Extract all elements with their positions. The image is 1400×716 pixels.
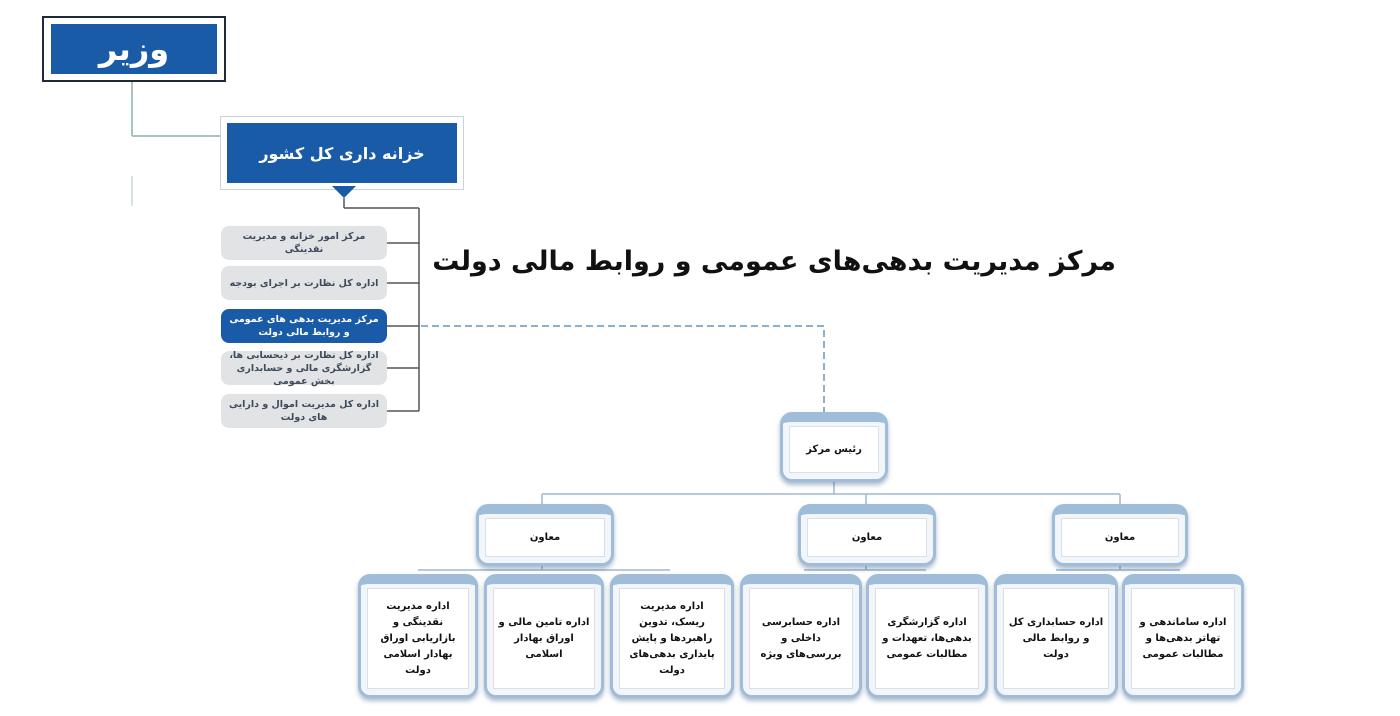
department-label-4: اداره حسابرسی داخلی و بررسی‌های ویژه [749,588,853,689]
department-box-3: اداره مدیریت ریسک، تدوین راهبردها و پایش… [610,574,734,698]
department-label-1: اداره مدیریت نقدینگی و بازاریابی اوراق ب… [367,588,469,689]
unit-budget-supervision: اداره کل نظارت بر اجرای بودجه [221,266,387,300]
center-title: مرکز مدیریت بدهی‌های عمومی و روابط مالی … [432,246,1116,277]
department-box-7: اداره ساماندهی و تهاتر بدهی‌ها و مطالبات… [1122,574,1244,698]
department-box-4: اداره حسابرسی داخلی و بررسی‌های ویژه [740,574,862,698]
treasury-label: خزانه داری کل کشور [227,123,457,183]
unit-assets-management: اداره کل مدیریت اموال و دارایی های دولت [221,394,387,428]
department-label-2: اداره تامین مالی و اوراق بهادار اسلامی [493,588,595,689]
head-label: رئیس مرکز [789,426,879,473]
minister-label: وزیر [51,24,217,74]
unit-treasury-affairs: مرکز امور خزانه و مدیریت نقدینگی [221,226,387,260]
department-box-5: اداره گزارشگری بدهی‌ها، تعهدات و مطالبات… [866,574,988,698]
treasury-pointer-arrow [332,186,356,198]
unit-debt-management-center: مرکز مدیریت بدهی های عمومی و روابط مالی … [221,309,387,343]
deputy-box-3: معاون [1052,504,1188,566]
deputy-box-2: معاون [798,504,936,566]
department-label-6: اداره حسابداری کل و روابط مالی دولت [1003,588,1109,689]
department-box-6: اداره حسابداری کل و روابط مالی دولت [994,574,1118,698]
unit-accounting-supervision: اداره کل نظارت بر ذیحسابی ها، گزارشگری م… [221,350,387,387]
treasury-box: خزانه داری کل کشور [220,116,464,190]
minister-box: وزیر [42,16,226,82]
department-label-7: اداره ساماندهی و تهاتر بدهی‌ها و مطالبات… [1131,588,1235,689]
deputy-label-2: معاون [807,518,927,557]
department-label-5: اداره گزارشگری بدهی‌ها، تعهدات و مطالبات… [875,588,979,689]
deputy-box-1: معاون [476,504,614,566]
department-box-1: اداره مدیریت نقدینگی و بازاریابی اوراق ب… [358,574,478,698]
deputy-label-3: معاون [1061,518,1179,557]
deputy-label-1: معاون [485,518,605,557]
department-label-3: اداره مدیریت ریسک، تدوین راهبردها و پایش… [619,588,725,689]
head-box: رئیس مرکز [780,412,888,482]
department-box-2: اداره تامین مالی و اوراق بهادار اسلامی [484,574,604,698]
